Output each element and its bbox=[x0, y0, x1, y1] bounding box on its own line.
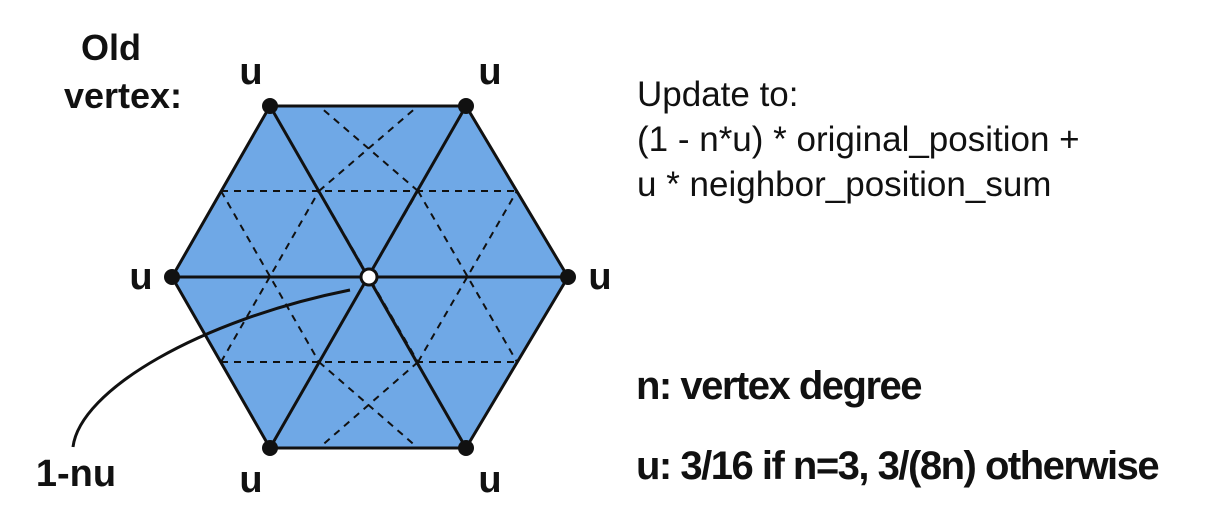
definition-u: u: 3/16 if n=3, 3/(8n) otherwise bbox=[636, 444, 1160, 488]
update-rule-line2: (1 - n*u) * original_position + bbox=[637, 120, 1080, 159]
neighbor-weight-label: u bbox=[588, 256, 611, 298]
neighbor-vertex bbox=[262, 98, 278, 114]
neighbor-weight-label: u bbox=[239, 459, 262, 501]
center-weight-label: 1-nu bbox=[36, 453, 116, 495]
neighbor-vertices bbox=[164, 98, 576, 456]
update-rule-line3: u * neighbor_position_sum bbox=[637, 165, 1052, 204]
old-vertex-label-line2: vertex: bbox=[64, 75, 182, 116]
neighbor-weight-label: u bbox=[478, 51, 501, 93]
neighbor-weight-label: u bbox=[478, 459, 501, 501]
neighbor-vertex bbox=[262, 440, 278, 456]
old-vertex bbox=[359, 267, 379, 287]
loop-subdivision-diagram: Old vertex: u u u u u u 1-nu bbox=[36, 27, 612, 501]
neighbor-weight-label: u bbox=[129, 256, 152, 298]
neighbor-vertex bbox=[560, 269, 576, 285]
update-rule: Update to: (1 - n*u) * original_position… bbox=[637, 72, 1080, 207]
center-pointer-curve bbox=[71, 288, 351, 448]
definition-n: n: vertex degree bbox=[636, 364, 923, 408]
old-vertex-label-line1: Old bbox=[81, 27, 141, 68]
neighbor-vertex bbox=[458, 440, 474, 456]
neighbor-vertex bbox=[164, 269, 180, 285]
update-rule-line1: Update to: bbox=[637, 75, 799, 114]
neighbor-vertex bbox=[458, 98, 474, 114]
neighbor-weight-label: u bbox=[239, 51, 262, 93]
